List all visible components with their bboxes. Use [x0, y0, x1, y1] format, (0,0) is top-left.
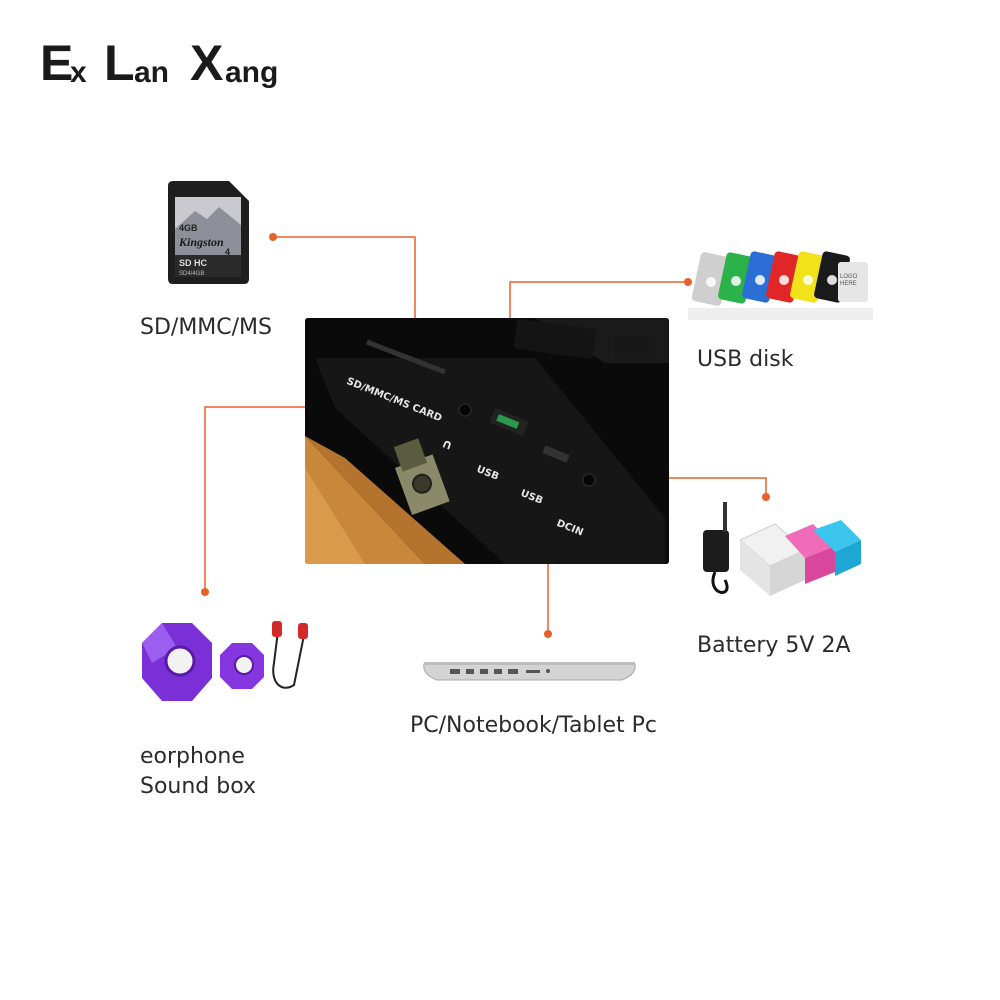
logo-letters-an: an [134, 56, 170, 89]
leader-dot-audio [201, 588, 209, 596]
laptop-side-icon [423, 662, 636, 681]
device-port-panel: SD/MMC/MS CARD ∩ USB USB DCIN [305, 318, 669, 564]
speakers-earphones-icon [142, 621, 308, 701]
sd-card-model: SD4/4GB [179, 271, 205, 277]
audio-label-line1: eorphone [140, 744, 245, 769]
power-adapter-icon [703, 502, 861, 596]
usb-disk-image: LOGO HERE [688, 248, 873, 320]
panel-photo [305, 318, 669, 564]
sd-label: SD/MMC/MS [140, 315, 272, 340]
logo-letter-x2: X [190, 35, 224, 91]
battery-image [695, 500, 865, 605]
sd-card-class: 4 [225, 247, 231, 257]
laptop-image [422, 660, 637, 684]
usb-sticks-icon [688, 251, 873, 320]
sd-card-icon [168, 181, 249, 284]
leader-dot-usb [684, 278, 692, 286]
usb-label: USB disk [697, 347, 794, 372]
audio-label-line2: Sound box [140, 774, 257, 799]
logo-letter-e: E [40, 35, 74, 91]
leader-dot-pc [544, 630, 552, 638]
pc-label: PC/Notebook/Tablet Pc [410, 713, 658, 738]
leader-dot-battery [762, 493, 770, 501]
battery-label: Battery 5V 2A [697, 633, 851, 658]
logo-letter-x: x [70, 56, 87, 89]
audio-image [132, 613, 312, 718]
usb-stick-logo-text: LOGO HERE [840, 274, 858, 287]
logo-letters-ang: ang [225, 56, 279, 89]
sd-card-type: SD HC [179, 258, 208, 268]
sd-card-image: 4GB Kingston SD HC 4 SD4/4GB [167, 181, 249, 284]
logo-letter-l: L [104, 35, 135, 91]
leader-dot-sd [269, 233, 277, 241]
brand-logo: E x L an X ang [40, 30, 320, 100]
sd-card-brand: Kingston [179, 235, 224, 249]
sd-card-capacity: 4GB [179, 223, 198, 233]
